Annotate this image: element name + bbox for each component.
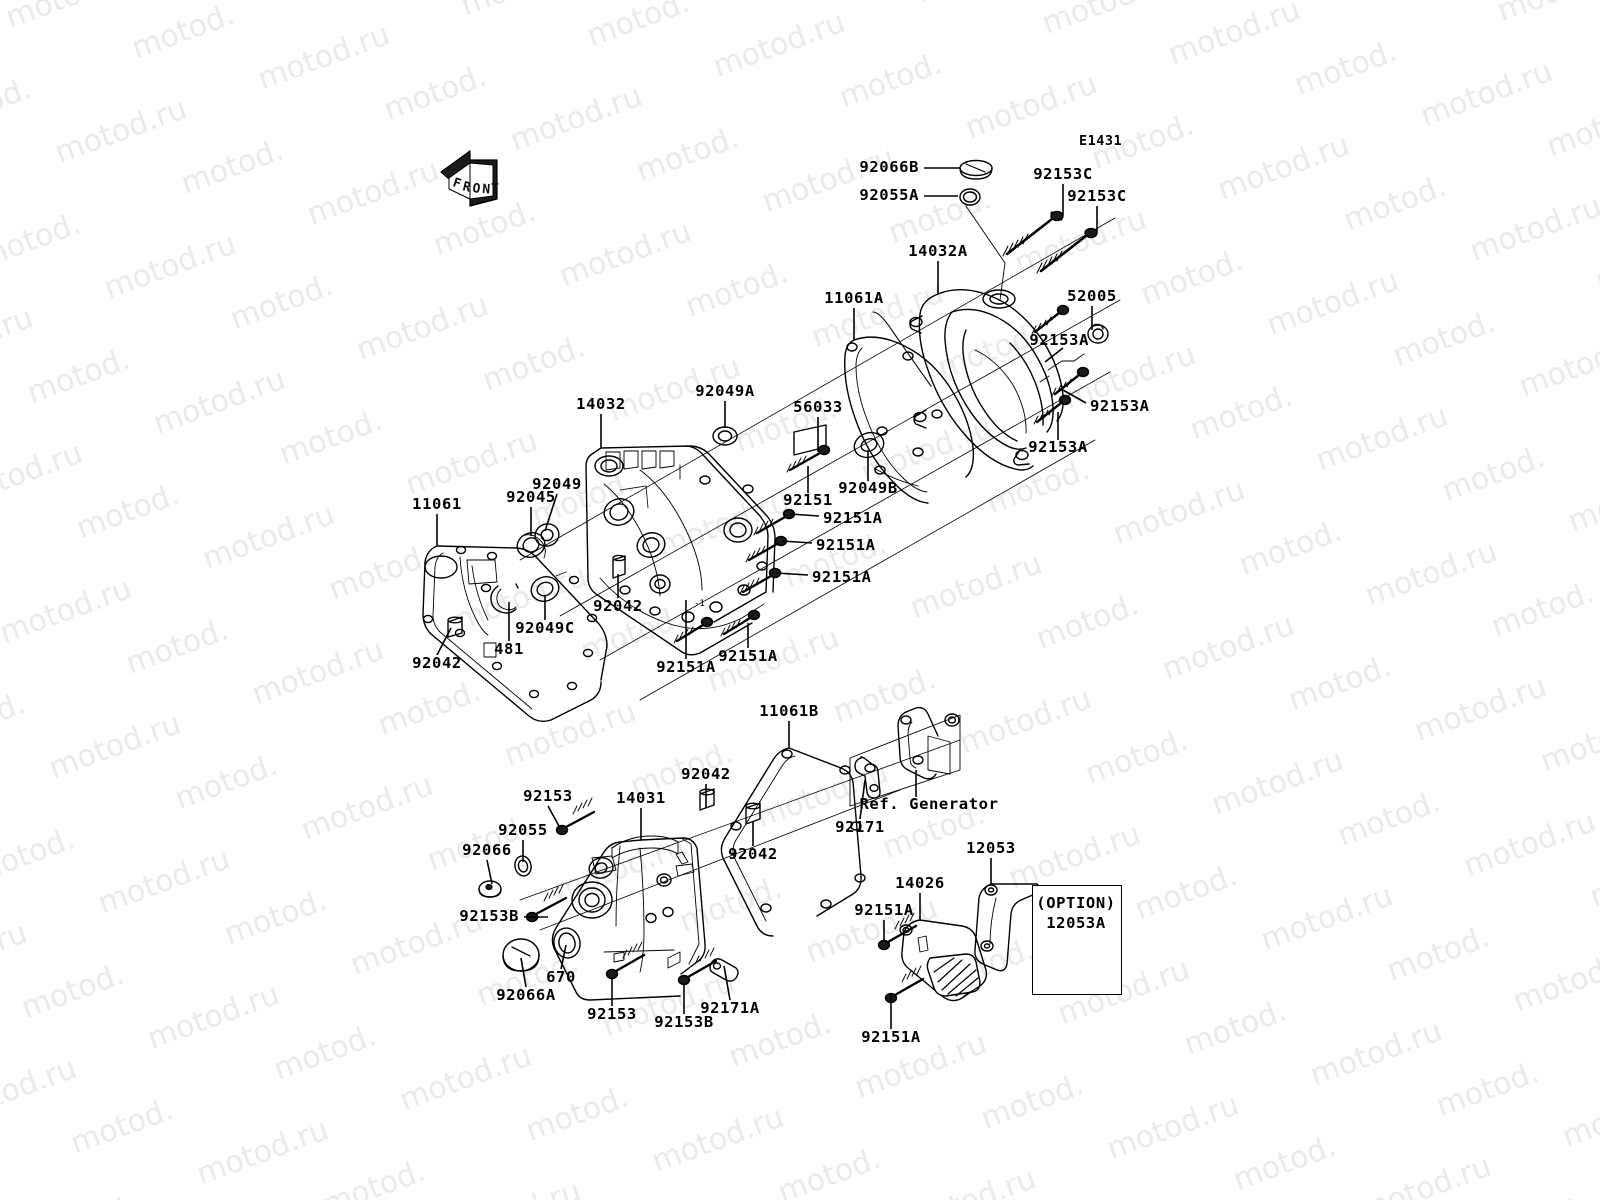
part-label-l08: 92153A: [1029, 331, 1089, 349]
part-label-l22: 92045: [506, 488, 556, 506]
part-label-l39: 92066A: [496, 986, 556, 1004]
part-label-l28: 11061B: [759, 702, 819, 720]
part-label-l43: 12053: [966, 839, 1016, 857]
part-label-l45: 92151A: [854, 901, 914, 919]
part-label-l44: 14026: [895, 874, 945, 892]
part-label-l23: 11061: [412, 495, 462, 513]
part-label-l04: 92153C: [1067, 187, 1127, 205]
part-label-l11: 14032: [576, 395, 626, 413]
part-label-l05: 14032A: [908, 242, 968, 260]
part-label-l34: 92153: [523, 787, 573, 805]
part-label-l20: 92151A: [656, 658, 716, 676]
part-label-l01: 92066B: [859, 158, 919, 176]
part-label-l07: 52005: [1067, 287, 1117, 305]
part-label-l02: 92055A: [859, 186, 919, 204]
part-label-l06: 11061A: [824, 289, 884, 307]
part-label-l46: 92151A: [861, 1028, 921, 1046]
part-label-l40: 92153: [587, 1005, 637, 1023]
part-label-l29: 92042: [681, 765, 731, 783]
part-label-l17: 92151A: [816, 536, 876, 554]
part-label-l09: 92153A: [1090, 397, 1150, 415]
part-label-l16: 92151A: [823, 509, 883, 527]
part-label-l38: 670: [546, 968, 576, 986]
part-label-l03: 92153C: [1033, 165, 1093, 183]
part-label-l42: 92171A: [700, 999, 760, 1017]
part-label-l15: 92151: [783, 491, 833, 509]
part-label-l37: 92153B: [459, 907, 519, 925]
option-box-part-number: 12053A: [1046, 914, 1106, 932]
part-label-l27: 92042: [412, 654, 462, 672]
diagram-code: E1431: [1079, 133, 1123, 149]
option-box-header: (OPTION): [1036, 894, 1116, 912]
part-label-l35: 92055: [498, 821, 548, 839]
part-label-l12: 92049A: [695, 382, 755, 400]
part-label-l24: 92042: [593, 597, 643, 615]
part-label-l31: Ref. Generator: [859, 795, 999, 813]
part-label-l18: 92151A: [812, 568, 872, 586]
part-label-l41: 92153B: [654, 1013, 714, 1031]
part-label-l36: 92066: [462, 841, 512, 859]
part-label-l25: 92049C: [515, 619, 575, 637]
part-label-l30: 92042: [728, 845, 778, 863]
part-label-l26: 481: [494, 640, 524, 658]
part-label-l19: 92151A: [718, 647, 778, 665]
part-label-l13: 56033: [793, 398, 843, 416]
part-label-l14: 92049B: [838, 479, 898, 497]
part-label-l32: 92171: [835, 818, 885, 836]
part-label-l10: 92153A: [1028, 438, 1088, 456]
part-label-l33: 14031: [616, 789, 666, 807]
